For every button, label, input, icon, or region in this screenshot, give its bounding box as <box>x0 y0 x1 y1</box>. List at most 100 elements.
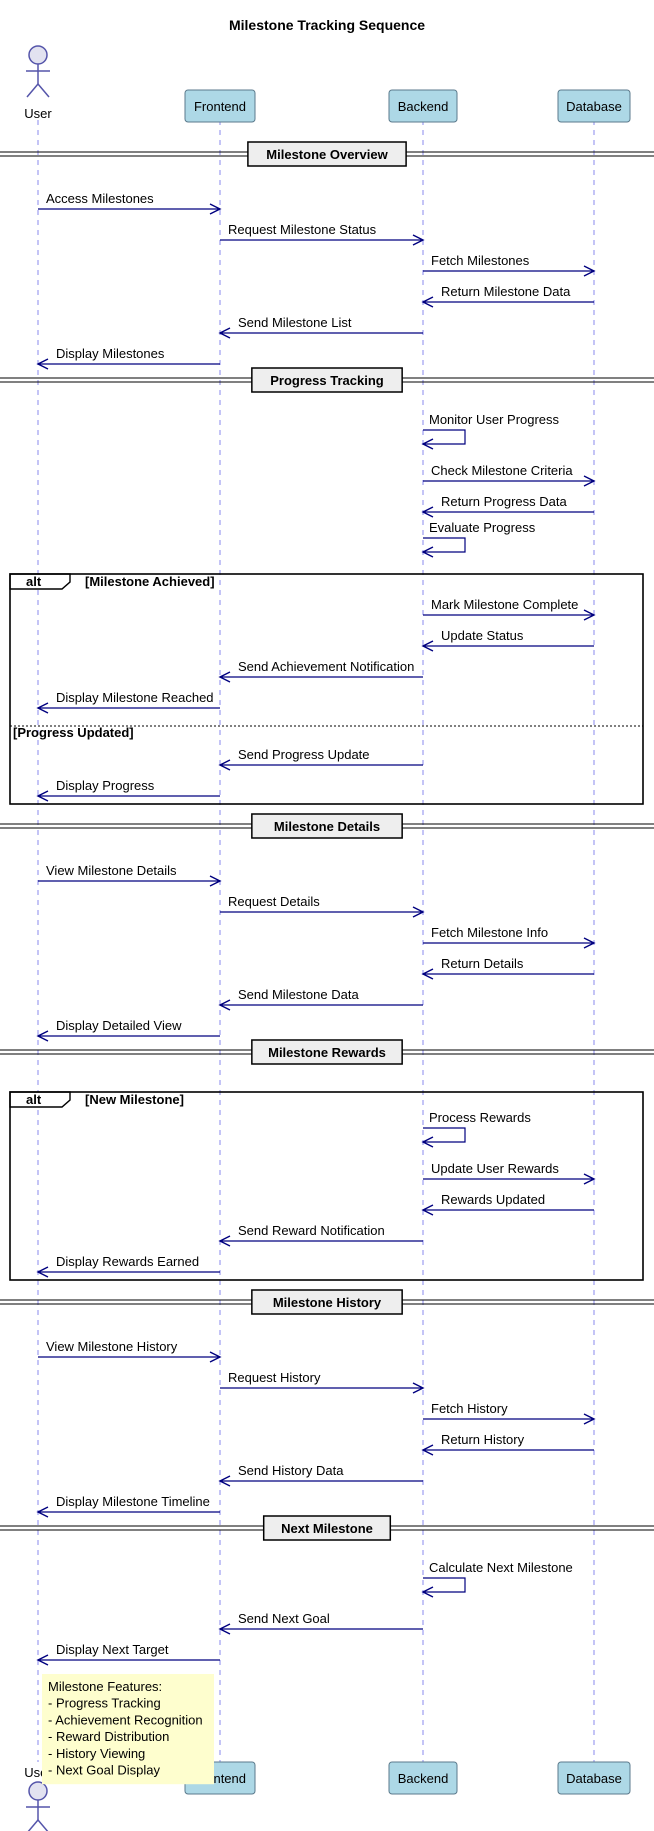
message-arrow: Return Details <box>421 956 594 980</box>
divider-box <box>251 367 403 393</box>
message-arrow: Display Milestone Reached <box>36 690 220 714</box>
arrowhead <box>209 875 222 887</box>
actor-leg-right <box>37 83 50 98</box>
alt-guard: [Progress Updated] <box>13 725 134 740</box>
self-loop <box>423 1127 466 1143</box>
message-arrow: Request History <box>220 1370 425 1394</box>
arrowhead <box>412 906 425 918</box>
actor-leg-left <box>26 83 39 98</box>
arrowhead <box>583 937 596 949</box>
message-arrow: Display Next Target <box>36 1642 220 1666</box>
participant-label-user-top: User <box>24 106 52 121</box>
arrowhead <box>421 1136 434 1148</box>
participant-footer-backend: Backend <box>388 1761 458 1795</box>
message-label: Check Milestone Criteria <box>431 463 573 478</box>
participant-footer-box <box>388 1761 458 1795</box>
message-arrow: Send Achievement Notification <box>218 659 423 683</box>
arrowhead <box>421 968 434 980</box>
section-divider: Milestone History <box>0 1289 654 1315</box>
message-label: Return Milestone Data <box>441 284 571 299</box>
arrowhead <box>421 1204 434 1216</box>
arrowhead <box>583 609 596 621</box>
arrowhead <box>209 1351 222 1363</box>
participant-header-frontend: Frontend <box>184 89 256 123</box>
message-arrow: Send Reward Notification <box>218 1223 423 1247</box>
arrowhead <box>36 1266 49 1278</box>
arrowhead <box>421 296 434 308</box>
participant-header-box <box>184 89 256 123</box>
participant-header-box <box>557 89 631 123</box>
participant-header-label: Backend <box>398 99 449 114</box>
divider-box <box>262 1515 392 1541</box>
message-arrow: Check Milestone Criteria <box>423 463 596 487</box>
message-arrow: Fetch Milestone Info <box>423 925 596 949</box>
message-label: Display Next Target <box>56 1642 169 1657</box>
message-label: Access Milestones <box>46 191 154 206</box>
actor-user-top-icon <box>26 45 50 98</box>
arrowhead <box>36 790 49 802</box>
alt-keyword: alt <box>26 574 42 589</box>
message-label: Request Milestone Status <box>228 222 377 237</box>
arrowhead <box>218 1235 231 1247</box>
arrowhead <box>218 1623 231 1635</box>
arrowhead <box>36 702 49 714</box>
message-label: Monitor User Progress <box>429 412 560 427</box>
participant-footer-box <box>557 1761 631 1795</box>
message-arrow: Return Milestone Data <box>421 284 594 308</box>
arrowhead <box>421 506 434 518</box>
alt-guard: [New Milestone] <box>85 1092 184 1107</box>
lifelines <box>37 120 595 1762</box>
note: Milestone Features:- Progress Tracking- … <box>42 1674 214 1785</box>
message-label: Return History <box>441 1432 525 1447</box>
message-label: View Milestone Details <box>46 863 177 878</box>
message-label: Send Achievement Notification <box>238 659 414 674</box>
arrowhead <box>218 1475 231 1487</box>
note-line: - Achievement Recognition <box>48 1712 203 1727</box>
message-label: Send Reward Notification <box>238 1223 385 1238</box>
actor-leg-right <box>37 1819 49 1831</box>
arrowhead <box>218 327 231 339</box>
message-label: Return Details <box>441 956 524 971</box>
message-label: Display Detailed View <box>56 1018 182 1033</box>
actor-user-bottom-icon <box>26 1781 50 1831</box>
message-label: View Milestone History <box>46 1339 178 1354</box>
arrowhead <box>218 999 231 1011</box>
arrowhead <box>209 203 222 215</box>
message-label: Mark Milestone Complete <box>431 597 578 612</box>
message-arrow: Send History Data <box>218 1463 423 1487</box>
section-divider: Milestone Rewards <box>0 1039 654 1065</box>
participant-footer-label: Backend <box>398 1771 449 1786</box>
message-label: Display Rewards Earned <box>56 1254 199 1269</box>
participant-header-backend: Backend <box>388 89 458 123</box>
message-label: Send Milestone List <box>238 315 352 330</box>
alt-guard: [Milestone Achieved] <box>85 574 215 589</box>
message-arrow: Request Milestone Status <box>220 222 425 246</box>
message-arrow: Fetch Milestones <box>423 253 596 277</box>
arrowhead <box>218 759 231 771</box>
message-label: Process Rewards <box>429 1110 531 1125</box>
divider-label: Milestone Rewards <box>268 1045 386 1060</box>
arrowhead <box>583 1413 596 1425</box>
message-arrow: View Milestone Details <box>38 863 222 887</box>
message-arrow: Update User Rewards <box>423 1161 596 1185</box>
message-label: Display Milestone Reached <box>56 690 214 705</box>
divider-label: Milestone Details <box>274 819 380 834</box>
message-arrow: Send Progress Update <box>218 747 423 771</box>
message-label: Update Status <box>441 628 524 643</box>
participant-footer-label: Database <box>566 1771 622 1786</box>
divider-box <box>247 141 407 167</box>
arrowhead <box>421 438 434 450</box>
message-arrow: Fetch History <box>423 1401 596 1425</box>
alt-keyword: alt <box>26 1092 42 1107</box>
message-label: Send Next Goal <box>238 1611 330 1626</box>
message-arrow: Update Status <box>421 628 594 652</box>
message-arrow: Display Detailed View <box>36 1018 220 1042</box>
message-arrow: Mark Milestone Complete <box>423 597 596 621</box>
note-box <box>42 1674 214 1785</box>
arrowhead <box>36 1654 49 1666</box>
message-arrow: Display Progress <box>36 778 220 802</box>
message-arrow: Request Details <box>220 894 425 918</box>
message-label: Evaluate Progress <box>429 520 536 535</box>
actor-head-icon <box>28 1781 48 1801</box>
